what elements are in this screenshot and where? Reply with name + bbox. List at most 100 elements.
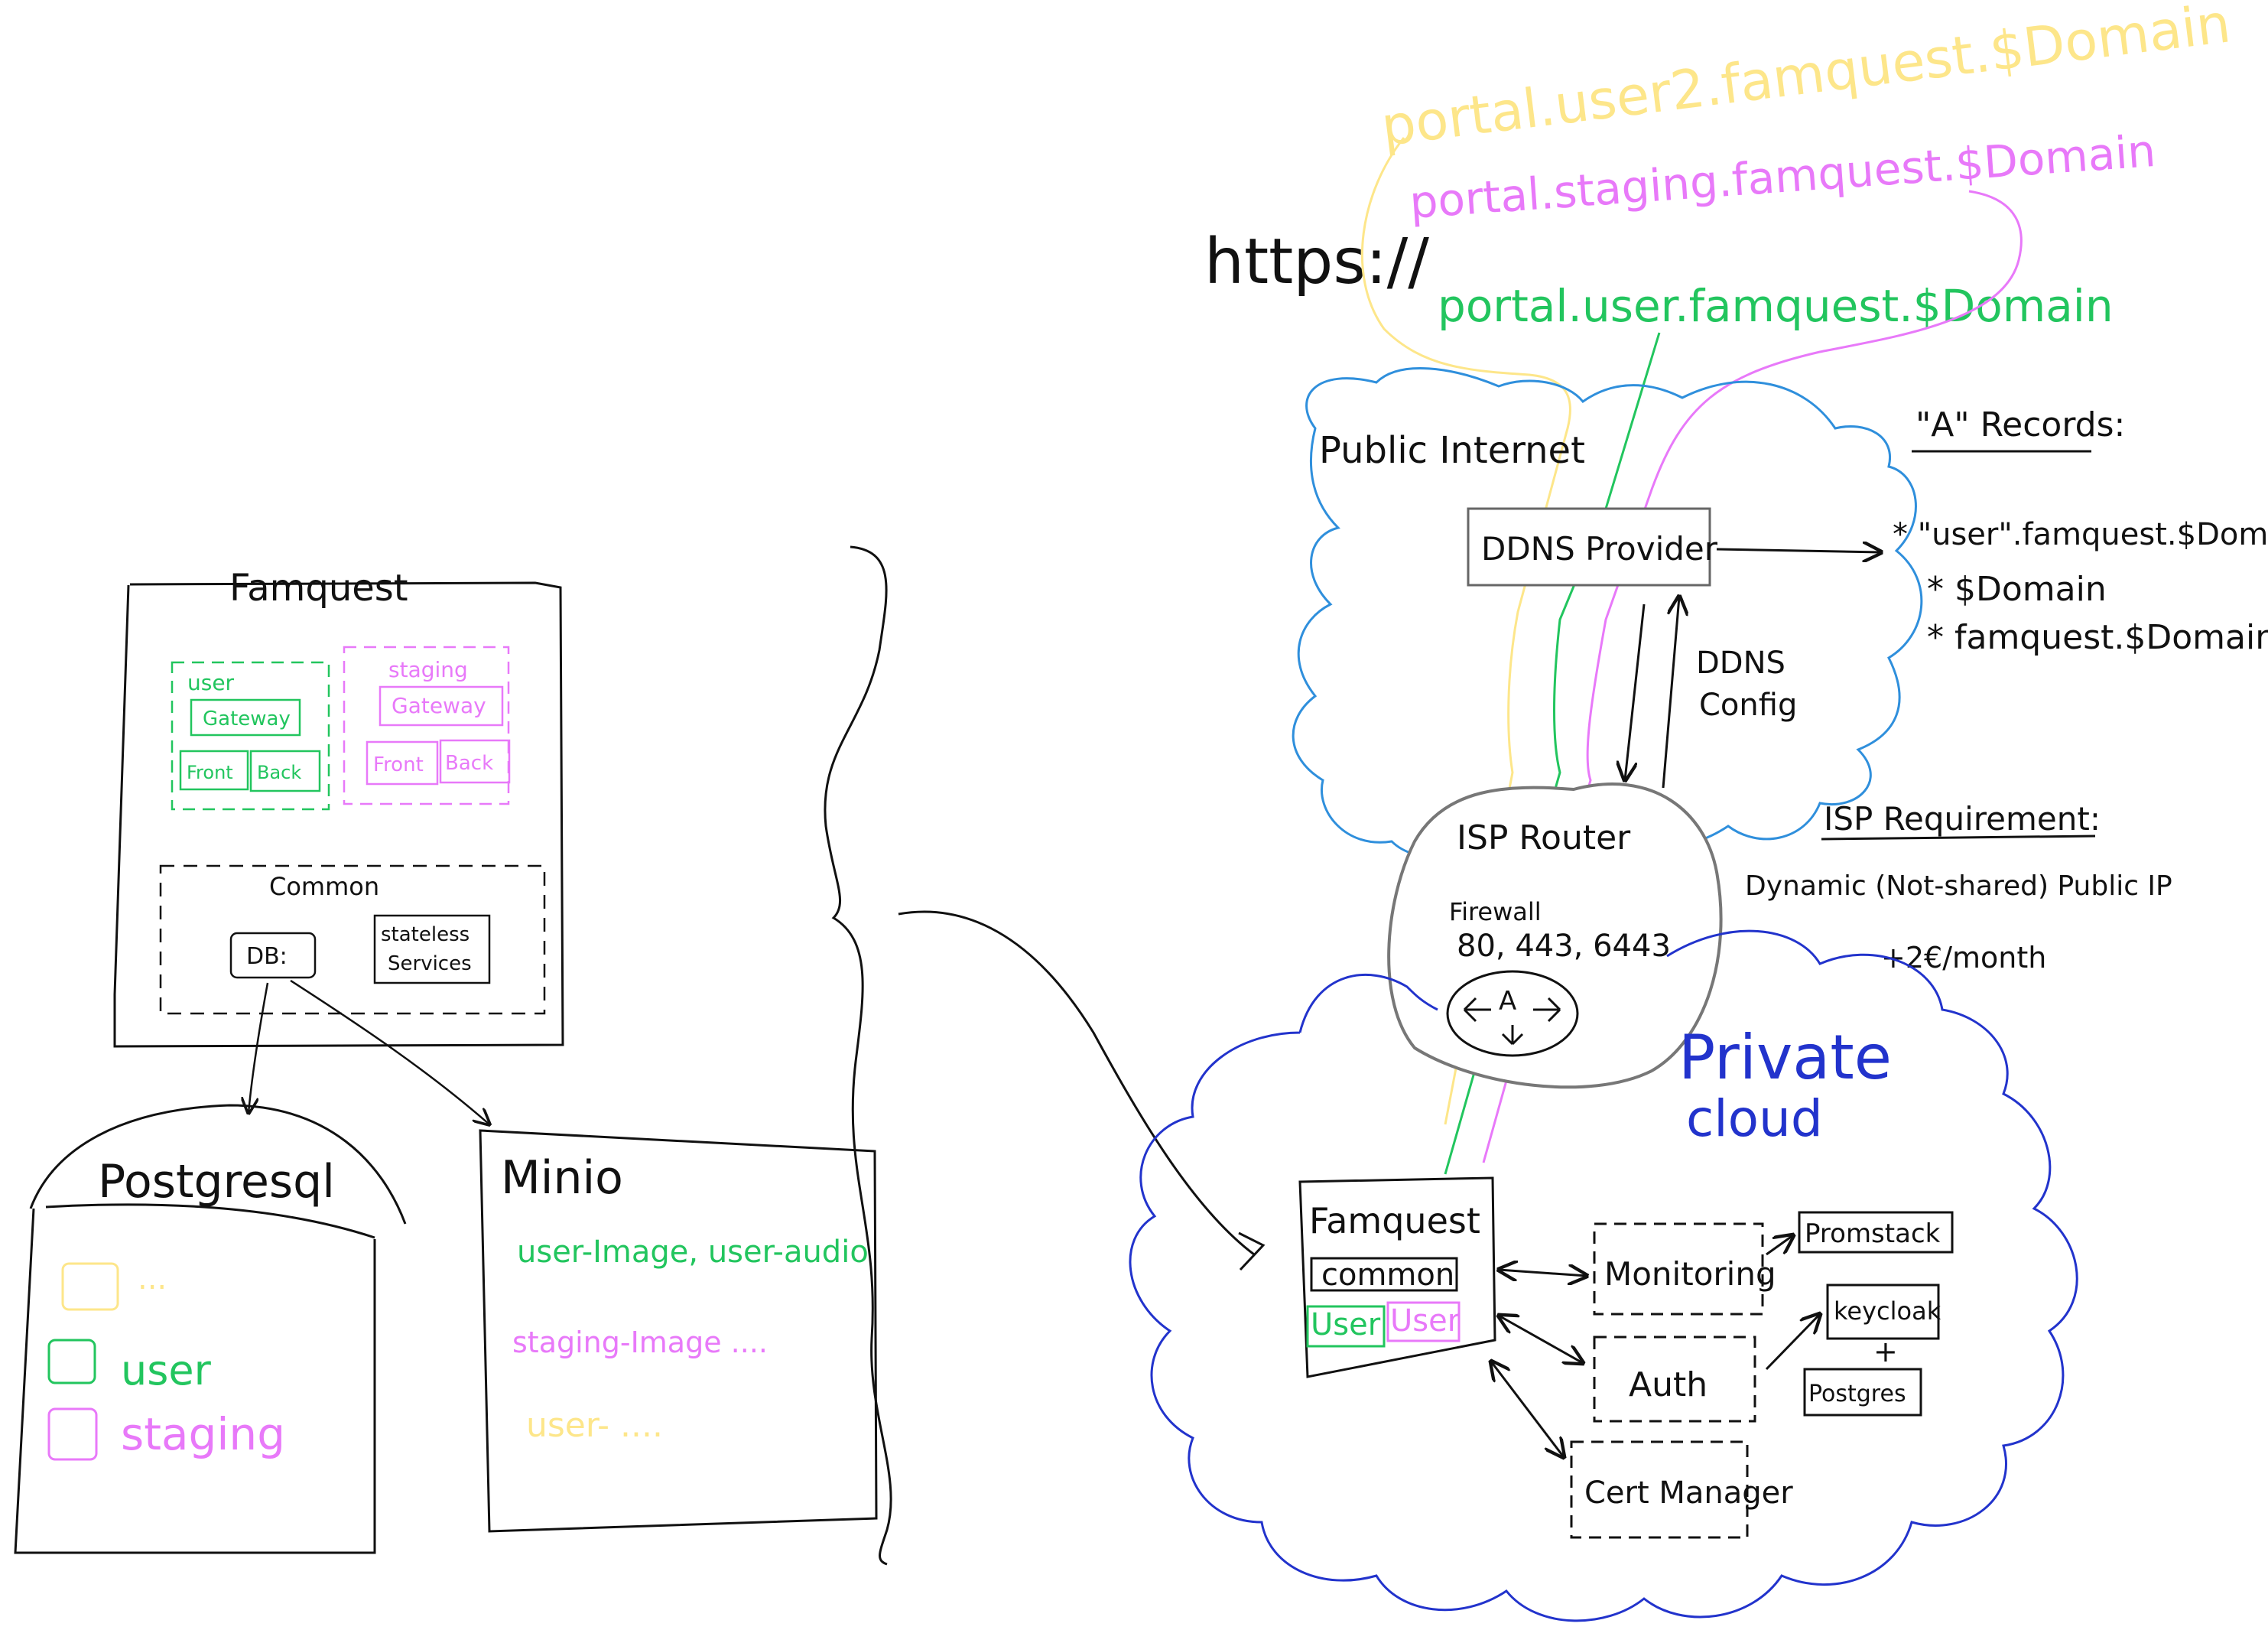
monitoring-label: Monitoring xyxy=(1604,1255,1776,1293)
a-record-item-2: * $Domain xyxy=(1927,570,2107,609)
router-icon-arrows xyxy=(1463,997,1561,1046)
https-scheme: https:// xyxy=(1204,226,1429,298)
db-box xyxy=(229,932,317,979)
postgresql-title: Postgresql xyxy=(98,1155,335,1209)
ddns-to-a-records-arrow xyxy=(1716,549,1881,552)
minio-bucket-staging: staging-Image .... xyxy=(512,1326,768,1359)
staging-group-label: staging xyxy=(388,657,468,682)
postgresql-top-edge xyxy=(45,1203,375,1239)
postgres-staging-db-label: staging xyxy=(121,1408,285,1460)
ddns-provider-label: DDNS Provider xyxy=(1481,530,1718,568)
postgresql-db: Postgresql ... user staging xyxy=(14,1104,407,1554)
cert-manager-box xyxy=(1570,1440,1749,1539)
stateless-label-line1: stateless xyxy=(381,923,470,946)
minio-title: Minio xyxy=(501,1151,623,1205)
firewall-ports: 80, 443, 6443 xyxy=(1457,929,1671,964)
a-record-item-3: * famquest.$Domain xyxy=(1927,618,2268,657)
famquest-box-border xyxy=(113,581,564,1048)
minio-box-border xyxy=(479,1129,878,1533)
famquest-auth-arrow xyxy=(1499,1316,1583,1363)
staging-gateway-box xyxy=(379,685,504,727)
famquest-title: Famquest xyxy=(229,567,408,610)
private-user-box-green xyxy=(1306,1305,1386,1348)
a-record-item-1: * "user".famquest.$Domain xyxy=(1893,517,2268,552)
private-common-box xyxy=(1310,1257,1458,1292)
private-user-label-green: User xyxy=(1311,1307,1381,1342)
postgres-box xyxy=(1803,1368,1922,1417)
common-box xyxy=(159,864,546,1015)
postgresql-body xyxy=(14,1208,376,1554)
famquest-monitoring-arrow xyxy=(1499,1270,1587,1276)
user-gateway-label: Gateway xyxy=(203,708,291,730)
postgres-user-db-icon xyxy=(47,1339,96,1384)
auth-keycloak-arrow xyxy=(1765,1314,1820,1371)
user-back-box xyxy=(249,750,321,792)
keycloak-box xyxy=(1826,1284,1940,1340)
db-label: DB: xyxy=(246,943,288,970)
staging-back-label: Back xyxy=(445,752,493,775)
private-user-box-pink xyxy=(1386,1301,1461,1342)
auth-label: Auth xyxy=(1629,1365,1707,1404)
big-curly-brace xyxy=(824,545,892,1566)
stateless-label-line2: Services xyxy=(388,952,472,975)
cert-manager-label: Cert Manager xyxy=(1584,1475,1793,1511)
common-label: Common xyxy=(269,872,379,901)
staging-front-box xyxy=(366,740,439,786)
public-internet-cloud xyxy=(1292,367,1923,859)
minio-bucket-yellow: user- .... xyxy=(526,1406,663,1445)
famquest-cert-manager-arrow xyxy=(1491,1362,1564,1457)
ddns-config-label-line1: DDNS xyxy=(1696,646,1785,681)
brace-arrowhead xyxy=(1238,1231,1266,1271)
yellow-routing-line xyxy=(1360,137,1571,1125)
minio-storage: Minio user-Image, user-audio staging-Ima… xyxy=(479,1129,878,1533)
firewall-label: Firewall xyxy=(1449,897,1542,926)
postgres-yellow-db-icon xyxy=(61,1262,119,1311)
private-cloud xyxy=(1129,929,2078,1622)
private-common-label: common xyxy=(1321,1257,1454,1293)
auth-box xyxy=(1593,1336,1756,1423)
user-front-label: Front xyxy=(187,762,233,783)
isp-requirement-underline xyxy=(1821,835,2096,841)
private-user-label-pink: User xyxy=(1390,1303,1461,1339)
keycloak-plus: + xyxy=(1873,1335,1898,1368)
isp-router-label: ISP Router xyxy=(1457,818,1631,857)
postgresql-dome xyxy=(29,1104,407,1225)
staging-gateway-label: Gateway xyxy=(392,693,486,718)
private-cloud-label-line1: Private xyxy=(1678,1022,1892,1093)
minio-bucket-user: user-Image, user-audio xyxy=(517,1235,869,1270)
db-to-minio-arrow xyxy=(290,979,489,1124)
isp-requirement-title: ISP Requirement: xyxy=(1824,800,2101,838)
user-group-box xyxy=(171,661,330,811)
pink-routing-line xyxy=(1482,190,2023,1163)
promstack-box xyxy=(1798,1211,1954,1254)
postgres-label: Postgres xyxy=(1808,1381,1906,1407)
public-internet-label: Public Internet xyxy=(1319,429,1585,472)
db-to-postgres-arrow xyxy=(249,982,269,1113)
monitoring-box xyxy=(1593,1222,1764,1316)
postgres-staging-db-icon xyxy=(47,1407,98,1461)
brace-to-private-famquest-arrow xyxy=(898,910,1255,1256)
private-famquest-title: Famquest xyxy=(1309,1200,1480,1241)
user-group-label: user xyxy=(187,670,235,695)
staging-front-label: Front xyxy=(373,753,424,776)
postgres-user-db-label: user xyxy=(121,1346,212,1394)
postgres-yellow-db-label: ... xyxy=(138,1261,167,1297)
url-user: portal.user.famquest.$Domain xyxy=(1438,280,2114,332)
promstack-label: Promstack xyxy=(1805,1218,1941,1249)
staging-back-box xyxy=(439,739,511,784)
a-records-title: "A" Records: xyxy=(1915,405,2125,444)
ddns-config-label-line2: Config xyxy=(1699,688,1797,723)
router-icon xyxy=(1446,970,1579,1057)
router-icon-glyph: A xyxy=(1499,986,1516,1017)
keycloak-label: keycloak xyxy=(1834,1297,1941,1326)
stateless-services-box xyxy=(373,914,491,984)
green-routing-line xyxy=(1444,332,1661,1175)
ddns-config-down-arrow xyxy=(1625,604,1646,780)
isp-requirement-line1: Dynamic (Not-shared) Public IP xyxy=(1745,870,2172,902)
user-gateway-box xyxy=(190,698,301,737)
isp-router-circle xyxy=(1387,782,1723,1089)
monitoring-promstack-arrow xyxy=(1766,1235,1793,1256)
user-front-box xyxy=(179,750,249,791)
staging-group-box xyxy=(343,646,510,805)
